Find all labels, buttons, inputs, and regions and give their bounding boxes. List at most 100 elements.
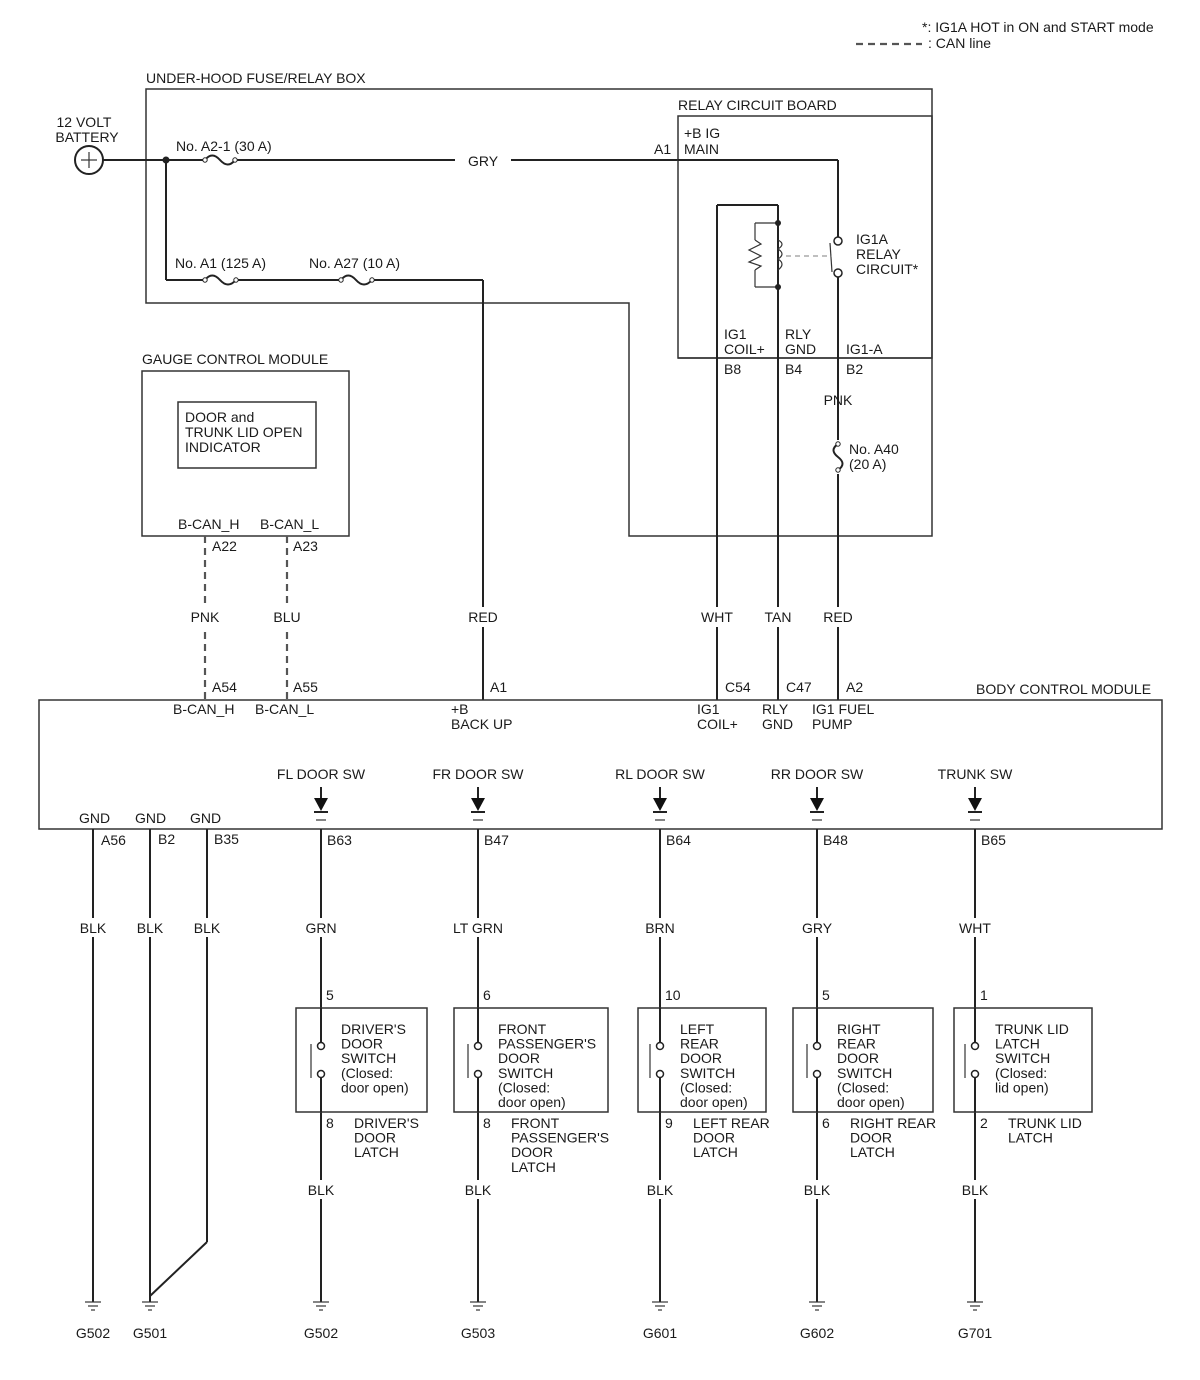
ground-id-label: G601 — [643, 1325, 677, 1341]
door-pin-label: B63 — [327, 832, 352, 848]
latch-label-line: FRONT — [511, 1115, 560, 1131]
door-wire-label: GRN — [305, 920, 336, 936]
fuse-a40-term-top — [835, 441, 841, 447]
door-wire-label-bg — [787, 918, 847, 937]
wire-blu-can: BLU — [273, 609, 300, 625]
switch-desc-line: DRIVER'S — [341, 1021, 406, 1037]
door-switch-box — [453, 1007, 609, 1113]
mid-wire-label-bgs — [184, 607, 859, 627]
door-sw-label: RR DOOR SW — [771, 766, 864, 782]
fuse-a2-1-label: No. A2-1 (30 A) — [176, 138, 272, 154]
bcm-pin-c47: C47 — [786, 679, 812, 695]
ground-id-label: G701 — [958, 1325, 992, 1341]
ground-left-wire-3: BLK — [194, 920, 221, 936]
latch-label-line: DOOR — [511, 1144, 553, 1160]
ground-id-label: G602 — [800, 1325, 834, 1341]
wire-pnk-can: PNK — [191, 609, 220, 625]
relay-pin-b2: B2 — [846, 361, 863, 377]
door-switch-box — [637, 1007, 767, 1113]
switch-pin-bot: 2 — [980, 1115, 988, 1131]
switch-contact-bot — [316, 1069, 326, 1079]
switch-contact-bot — [970, 1069, 980, 1079]
door-circuit-1: FL DOOR SWB63GRN5DRIVER'SDOORSWITCH(Clos… — [277, 766, 428, 1341]
door-wire-label: GRY — [802, 920, 833, 936]
switch-desc-line: DOOR — [341, 1036, 383, 1052]
door-circuit-4: RR DOOR SWB48GRY5RIGHTREARDOORSWITCH(Clo… — [771, 766, 936, 1341]
fuse-a1-label: No. A1 (125 A) — [175, 255, 266, 271]
ground-left-pin-2: B2 — [158, 831, 175, 847]
relay-rly-gnd-2: GND — [785, 341, 816, 357]
switch-contact-top — [473, 1041, 483, 1051]
door-pin-label: B47 — [484, 832, 509, 848]
relay-label-1: IG1A — [856, 231, 889, 247]
main-gry-wire — [103, 154, 678, 166]
fuse-a27-label: No. A27 (10 A) — [309, 255, 400, 271]
bcm-fuel-1: IG1 FUEL — [812, 701, 874, 717]
latch-label-line: DOOR — [850, 1130, 892, 1146]
switch-contact-bot — [812, 1069, 822, 1079]
door-wire-label-bg — [630, 918, 690, 937]
switch-desc-line: REAR — [837, 1036, 876, 1052]
gauge-pin-a22: A22 — [212, 538, 237, 554]
latch-label-line: DOOR — [354, 1130, 396, 1146]
relay-ig1-coil-1: IG1 — [724, 326, 747, 342]
ground-left-id-2: G501 — [133, 1325, 167, 1341]
ground-icon — [313, 1301, 329, 1311]
wire-wht-coil: WHT — [701, 609, 733, 625]
ground-wire-label: BLK — [308, 1182, 335, 1198]
bcm-bcan-l: B-CAN_L — [255, 701, 314, 717]
door-pin-label: B48 — [823, 832, 848, 848]
bcm-gnd-3: GND — [190, 810, 221, 826]
relay-board-title: RELAY CIRCUIT BOARD — [678, 97, 837, 113]
ground-id-label: G503 — [461, 1325, 495, 1341]
ground-symbol-left-2 — [142, 1301, 158, 1311]
ground-wire-label-bg — [640, 1180, 680, 1199]
ground-wire-label-bg — [458, 1180, 498, 1199]
ground-wire-label-bg — [797, 1180, 837, 1199]
fuse-a40-term-bot — [835, 467, 841, 473]
diode-icon — [968, 798, 982, 811]
bcm-gnd-2: GND — [135, 810, 166, 826]
switch-desc-line: FRONT — [498, 1021, 547, 1037]
bcm-pin-a1: A1 — [490, 679, 507, 695]
ground-symbol-left-1 — [85, 1301, 101, 1311]
ground-left-pin-1: A56 — [101, 832, 126, 848]
switch-pin-top: 5 — [326, 987, 334, 1003]
ground-id-label: G502 — [304, 1325, 338, 1341]
bcm-pin-a2: A2 — [846, 679, 863, 695]
switch-desc-line: SWITCH — [498, 1065, 553, 1081]
door-switch-box — [792, 1007, 934, 1113]
door-wire-label: BRN — [645, 920, 675, 936]
latch-label-line: DRIVER'S — [354, 1115, 419, 1131]
bcm-backup-1: +B — [451, 701, 469, 717]
wire-red-fuel: RED — [823, 609, 853, 625]
switch-contact-top — [655, 1041, 665, 1051]
door-sw-label: FR DOOR SW — [433, 766, 525, 782]
gry-label-bg — [455, 150, 511, 170]
switch-pin-bot: 8 — [326, 1115, 334, 1131]
bcm-backup-2: BACK UP — [451, 716, 512, 732]
fuse-a40-label-1: No. A40 — [849, 441, 899, 457]
latch-label-line: LATCH — [850, 1144, 895, 1160]
door-circuit-3: RL DOOR SWB64BRN10LEFTREARDOORSWITCH(Clo… — [615, 766, 770, 1341]
fuse-a40-icon — [832, 443, 844, 471]
wire-gry-label: GRY — [468, 153, 499, 169]
door-sw-label: RL DOOR SW — [615, 766, 705, 782]
switch-desc-line: SWITCH — [680, 1065, 735, 1081]
switch-contact-bot — [655, 1069, 665, 1079]
gauge-pin-a23: A23 — [293, 538, 318, 554]
door-pin-label: B64 — [666, 832, 691, 848]
latch-label-line: LATCH — [1008, 1130, 1053, 1146]
relay-pin-b8: B8 — [724, 361, 741, 377]
diode-icon — [810, 798, 824, 811]
backup-wire — [165, 160, 484, 700]
relay-pin-b4: B4 — [785, 361, 802, 377]
switch-desc-line: door open) — [341, 1079, 409, 1095]
switch-desc-line: LEFT — [680, 1021, 715, 1037]
legend-ig1a-note: *: IG1A HOT in ON and START mode — [922, 19, 1154, 35]
gauge-bcan-l: B-CAN_L — [260, 516, 319, 532]
switch-desc-line: TRUNK LID — [995, 1021, 1069, 1037]
switch-pin-bot: 6 — [822, 1115, 830, 1131]
legend-can-line-label: : CAN line — [928, 35, 991, 51]
